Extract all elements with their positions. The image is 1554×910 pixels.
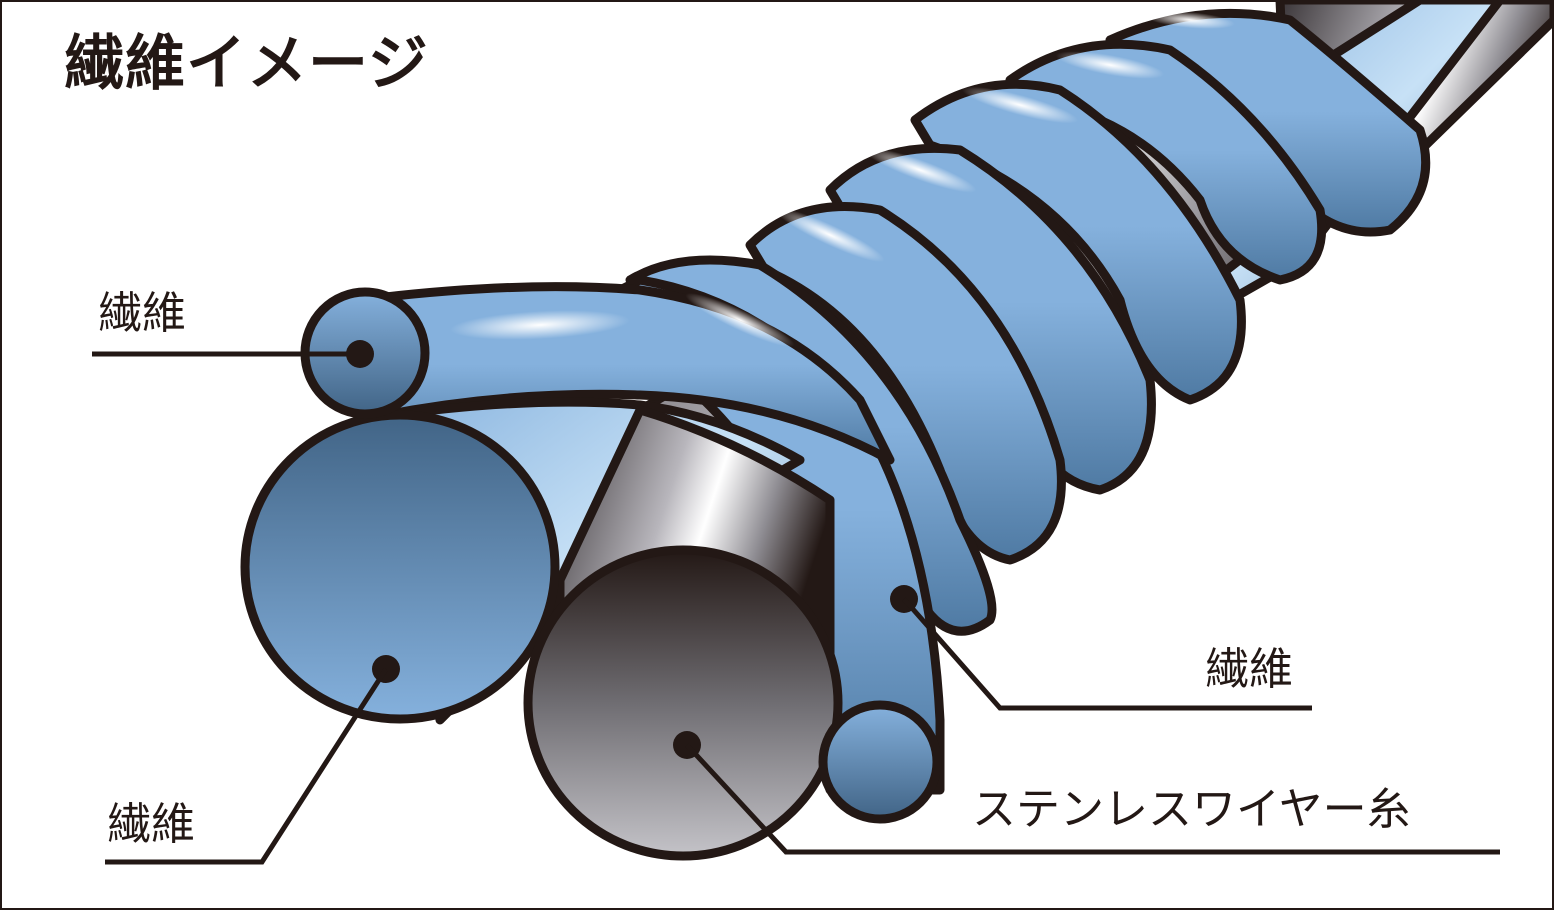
leader-line-fiber-right — [902, 597, 1312, 711]
fiber-cross-section-small-bottom — [818, 700, 942, 824]
leader-line-fiber-bottom — [105, 667, 389, 865]
leader-line-wire — [685, 743, 1500, 855]
fiber-cross-section-large — [240, 410, 560, 724]
label-fiber-right: 繊維 — [1205, 644, 1293, 695]
fiber-coil-2 — [745, 202, 1066, 565]
gloss-highlights — [450, 11, 1235, 347]
fiber-coil-4 — [910, 79, 1246, 405]
label-stainless-wire: ステンレスワイヤー糸 — [972, 784, 1411, 835]
label-fiber-top-left: 繊維 — [98, 288, 186, 339]
fiber-coil-5 — [1005, 39, 1327, 285]
wire-cross-section — [523, 545, 843, 861]
diagram-title: 繊維イメージ — [64, 29, 429, 99]
label-fiber-bottom-left: 繊維 — [107, 799, 195, 850]
